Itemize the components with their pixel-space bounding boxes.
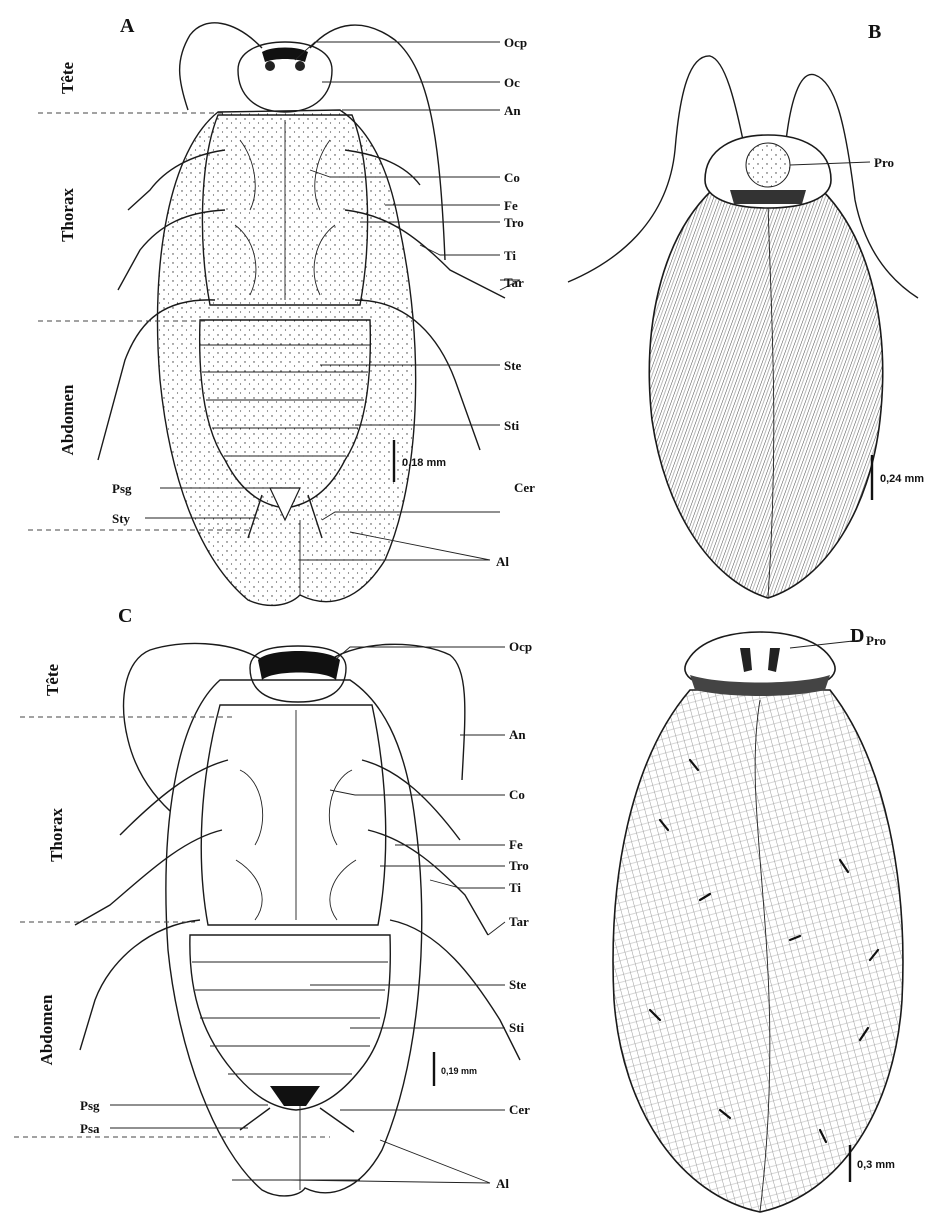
panel-a-region-head: Tête bbox=[58, 62, 77, 95]
panel-a-letter: A bbox=[120, 15, 135, 37]
panel-d: D Pro 0,3 mm bbox=[613, 625, 903, 1212]
panel-d-wings bbox=[613, 690, 903, 1212]
panel-a-label-ocp: Ocp bbox=[504, 35, 527, 50]
panel-a-label-psg: Psg bbox=[112, 481, 132, 496]
panel-c-region-head: Tête bbox=[43, 664, 62, 697]
panel-c-label-tar: Tar bbox=[509, 914, 529, 929]
panel-a-label-ste: Ste bbox=[504, 358, 522, 373]
panel-a-eye-right bbox=[295, 61, 305, 71]
panel-c-label-ste: Ste bbox=[509, 977, 527, 992]
panel-d-letter: D bbox=[850, 625, 864, 647]
panel-b-scale-label: 0,24 mm bbox=[880, 473, 924, 485]
panel-d-label-pro: Pro bbox=[866, 633, 886, 648]
panel-b-wings bbox=[649, 190, 882, 598]
panel-c-label-cer: Cer bbox=[509, 1102, 530, 1117]
panel-c-wings bbox=[166, 680, 422, 1196]
panel-b-letter: B bbox=[868, 21, 881, 43]
panel-a-label-sty: Sty bbox=[112, 511, 131, 526]
panel-a-label-al: Al bbox=[496, 554, 509, 569]
panel-c: C Tête Thorax Abdomen bbox=[14, 605, 532, 1196]
panel-a-label-tro: Tro bbox=[504, 215, 524, 230]
panel-b: B Pro 0,24 mm bbox=[568, 21, 924, 598]
panel-c-ocellar-plate bbox=[258, 651, 340, 680]
panel-b-label-pro: Pro bbox=[874, 155, 894, 170]
panel-a-wings bbox=[157, 110, 415, 605]
panel-a-label-co: Co bbox=[504, 170, 520, 185]
panel-c-letter: C bbox=[118, 605, 132, 627]
panel-b-pronotum-band bbox=[730, 190, 806, 204]
panel-c-label-co: Co bbox=[509, 787, 525, 802]
panel-a-region-abdomen: Abdomen bbox=[58, 384, 77, 455]
panel-c-label-psg: Psg bbox=[80, 1098, 100, 1113]
panel-c-label-al: Al bbox=[496, 1176, 509, 1191]
panel-c-region-abdomen: Abdomen bbox=[37, 994, 56, 1065]
panel-a-scale-label: 0,18 mm bbox=[402, 457, 446, 469]
panel-a-label-oc: Oc bbox=[504, 75, 520, 90]
panel-a: A Tête Thorax Abdomen bbox=[28, 15, 535, 605]
panel-c-label-sti: Sti bbox=[509, 1020, 525, 1035]
panel-c-label-fe: Fe bbox=[509, 837, 523, 852]
panel-c-label-tro: Tro bbox=[509, 858, 529, 873]
panel-a-label-tar: Tar bbox=[504, 275, 524, 290]
panel-c-label-ocp: Ocp bbox=[509, 639, 532, 654]
panel-c-scale-label: 0,19 mm bbox=[441, 1066, 477, 1076]
panel-c-label-psa: Psa bbox=[80, 1121, 100, 1136]
panel-a-label-an: An bbox=[504, 103, 521, 118]
panel-a-label-ti: Ti bbox=[504, 248, 516, 263]
panel-c-region-thorax: Thorax bbox=[47, 808, 66, 862]
panel-c-label-ti: Ti bbox=[509, 880, 521, 895]
panel-d-scale-label: 0,3 mm bbox=[857, 1159, 895, 1171]
panel-a-label-sti: Sti bbox=[504, 418, 520, 433]
panel-a-region-thorax: Thorax bbox=[58, 188, 77, 242]
panel-b-pronotum-disc bbox=[746, 143, 790, 187]
panel-a-eye-left bbox=[265, 61, 275, 71]
panel-c-label-an: An bbox=[509, 727, 526, 742]
panel-a-label-cer: Cer bbox=[514, 480, 535, 495]
panel-a-label-fe: Fe bbox=[504, 198, 518, 213]
